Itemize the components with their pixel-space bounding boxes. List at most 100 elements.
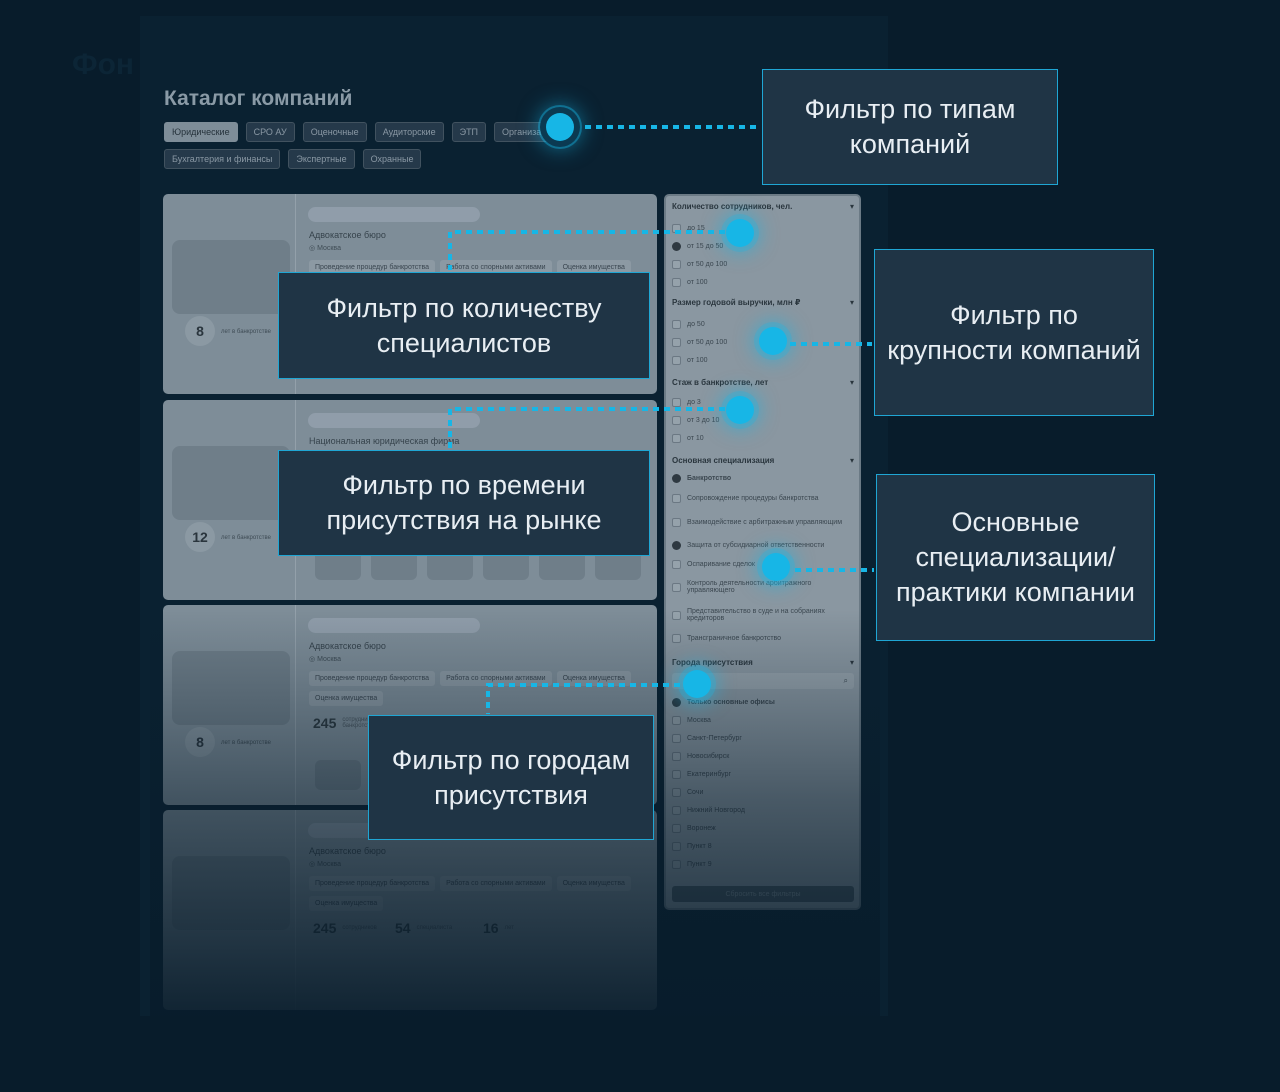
filter-option[interactable]: Взаимодействие с арбитражным управляющим — [672, 509, 854, 535]
connector-line — [448, 407, 725, 450]
filter-option[interactable]: до 3 — [672, 393, 854, 411]
catalog-screen: Каталог компаний Юридические СРО АУ Оцен… — [150, 70, 870, 1000]
filter-revenue: Размер годовой выручки, млн ₽ ▾ до 50 от … — [672, 298, 854, 369]
tab-accounting[interactable]: Бухгалтерия и финансы — [164, 149, 281, 169]
highlight-dot — [759, 327, 787, 355]
option-label: до 50 — [687, 320, 705, 328]
filter-option[interactable]: от 50 до 100 — [672, 333, 854, 351]
option-label: от 50 до 100 — [687, 260, 728, 268]
option-label: Сопровождение процедуры банкротства — [687, 494, 819, 502]
highlight-dot — [726, 396, 754, 424]
option-label: от 50 до 100 — [687, 338, 728, 346]
filter-option[interactable]: Оспаривание сделок — [672, 555, 854, 573]
filter-title: Основная специализация — [672, 456, 775, 465]
filter-title: Стаж в банкротстве, лет — [672, 378, 769, 387]
highlight-dot — [683, 670, 711, 698]
filter-option[interactable]: Сопровождение процедуры банкротства — [672, 487, 854, 509]
chevron-down-icon: ▾ — [849, 298, 854, 307]
filter-option[interactable]: от 10 — [672, 429, 854, 447]
callout-cities: Фильтр по городам присутствия — [368, 715, 654, 840]
option-label: от 3 до 10 — [687, 416, 720, 424]
tab-expert[interactable]: Экспертные — [288, 149, 355, 169]
category-label: Банкротство — [687, 474, 732, 482]
checkbox-icon — [672, 397, 681, 407]
company-logo-placeholder — [172, 446, 290, 520]
ghost-heading: Фон — [72, 48, 135, 81]
company-logo-placeholder — [172, 240, 290, 314]
practice-chip: Проведение процедур банкротства — [309, 260, 436, 275]
practice-chip: Оценка имущества — [556, 260, 631, 275]
option-label: от 15 до 50 — [687, 242, 724, 250]
company-city-label: Москва — [317, 245, 341, 252]
tab-sro[interactable]: СРО АУ — [245, 122, 295, 142]
practice-chips: Проведение процедур банкротства Работа с… — [309, 260, 649, 275]
filter-option[interactable]: от 15 до 50 — [672, 237, 854, 255]
option-label: Оспаривание сделок — [687, 560, 755, 568]
years-note: лет в банкротстве — [221, 329, 271, 335]
filter-option[interactable]: до 50 — [672, 315, 854, 333]
filter-employees-header[interactable]: Количество сотрудников, чел.▾ — [672, 202, 854, 211]
tab-audit[interactable]: Аудиторские — [374, 122, 444, 142]
radio-selected-icon — [672, 473, 681, 483]
callout-market-time: Фильтр по времени присутствия на рынке — [278, 450, 650, 556]
checkbox-icon — [672, 319, 681, 329]
option-label: Взаимодействие с арбитражным управляющим — [687, 518, 843, 526]
company-city: ◎ Москва — [309, 244, 341, 252]
radio-selected-icon — [672, 540, 681, 550]
filter-title: Количество сотрудников, чел. — [672, 202, 793, 211]
location-icon: ◎ — [309, 245, 318, 252]
chevron-down-icon: ▾ — [849, 378, 854, 387]
callout-company-size: Фильтр по крупности компаний — [874, 249, 1154, 416]
option-label: Защита от субсидиарной ответственности — [687, 541, 825, 549]
option-label: до 3 — [687, 398, 701, 406]
company-type-tabs: Юридические СРО АУ Оценочные Аудиторские… — [164, 122, 644, 169]
option-label: до 15 — [687, 224, 705, 232]
option-label: Контроль деятельности арбитражного управ… — [687, 580, 812, 594]
filter-experience: Стаж в банкротстве, лет ▾ до 3 от 3 до 10… — [672, 378, 854, 447]
highlight-dot — [726, 219, 754, 247]
callout-specialists: Фильтр по количеству специалистов — [278, 272, 650, 379]
checkbox-icon — [672, 559, 681, 569]
connector-line — [448, 230, 725, 270]
filter-option[interactable]: от 100 — [672, 351, 854, 369]
filter-option[interactable]: Контроль деятельности арбитражного управ… — [672, 573, 854, 601]
filter-specialization-header[interactable]: Основная специализация ▾ — [672, 456, 854, 465]
option-label: от 100 — [687, 356, 708, 364]
callout-company-types: Фильтр по типам компаний — [762, 69, 1058, 185]
filter-experience-header[interactable]: Стаж в банкротстве, лет ▾ — [672, 378, 854, 387]
company-name-placeholder — [308, 413, 480, 428]
company-type: Адвокатское бюро — [309, 230, 386, 240]
checkbox-icon — [672, 355, 681, 365]
option-label: от 100 — [687, 278, 708, 286]
tab-legal[interactable]: Юридические — [164, 122, 238, 142]
filter-option[interactable]: от 50 до 100 — [672, 255, 854, 273]
filter-category[interactable]: Банкротство — [672, 469, 854, 487]
tab-security[interactable]: Охранные — [362, 149, 422, 169]
years-badge: 12 — [185, 522, 215, 552]
checkbox-icon — [672, 493, 681, 503]
highlight-dot — [546, 113, 574, 141]
chevron-down-icon: ▾ — [849, 456, 854, 465]
checkbox-icon — [672, 582, 681, 592]
checkbox-icon — [672, 337, 681, 347]
tab-appraisal[interactable]: Оценочные — [302, 122, 367, 142]
checkbox-icon — [672, 433, 681, 443]
filter-option[interactable]: от 100 — [672, 273, 854, 291]
tab-etp[interactable]: ЭТП — [451, 122, 487, 142]
years-note: лет в банкротстве — [221, 535, 271, 541]
company-name-placeholder — [308, 207, 480, 222]
highlight-dot — [762, 553, 790, 581]
connector-line — [486, 683, 680, 714]
filter-title: Размер годовой выручки, млн ₽ — [672, 298, 801, 307]
checkbox-icon — [672, 517, 681, 527]
years-badge: 8 — [185, 316, 215, 346]
radio-selected-icon — [672, 241, 681, 251]
checkbox-icon — [672, 415, 681, 425]
filter-option[interactable]: от 3 до 10 — [672, 411, 854, 429]
checkbox-icon — [672, 259, 681, 269]
practice-chip: Работа со спорными активами — [440, 260, 552, 275]
filter-revenue-header[interactable]: Размер годовой выручки, млн ₽ ▾ — [672, 298, 854, 307]
checkbox-icon — [672, 277, 681, 287]
filter-option[interactable]: Защита от субсидиарной ответственности — [672, 535, 854, 555]
